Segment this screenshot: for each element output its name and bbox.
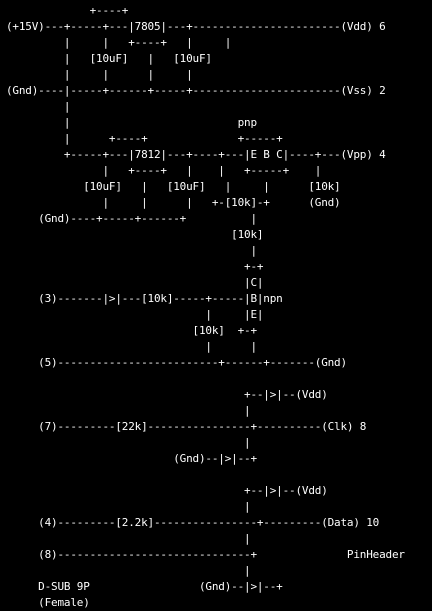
schematic-line: | | | | [6,68,193,81]
schematic-line: +-+ [6,260,264,273]
schematic-line: +--|>|--(Vdd) [6,388,328,401]
schematic-line: | [6,436,251,449]
schematic-line: | +----+ +-----+ [6,132,283,145]
schematic-line: | [6,404,251,417]
schematic-line: (+15V)---+-----+---|7805|---+-----------… [6,20,386,33]
schematic-line: [10uF] | [10uF] | | [10k] [6,180,341,193]
schematic-line: | [6,244,257,257]
schematic-line: [10k] [6,228,264,241]
schematic-line: | | | +-[10k]-+ (Gnd) [6,196,341,209]
schematic-line [6,371,405,387]
schematic-line: (Female) [6,596,90,609]
schematic-line: (8)------------------------------+ PinHe… [6,548,405,561]
schematic-line: [10k] +-+ [6,324,258,337]
schematic-line: +--|>|--(Vdd) [6,484,328,497]
schematic-line: +-----+---|7812|---+----+---|E B C|----+… [6,148,386,161]
schematic-line: | [6,500,251,513]
schematic-line: (7)---------[22k]----------------+------… [6,420,367,433]
schematic-line [6,467,405,483]
schematic-line: (Gnd)----|-----+------+-----+-----------… [6,84,386,97]
ascii-schematic-text: +----+ (+15V)---+-----+---|7805|---+-----… [6,3,405,611]
schematic-line: | | +----+ | | [6,36,232,49]
schematic-line: | [6,100,71,113]
schematic-line: (5)-------------------------+------+----… [6,356,347,369]
schematic-line: D-SUB 9P (Gnd)--|>|--+ [6,580,283,593]
schematic-line: | [6,564,251,577]
schematic-line: (Gnd)--|>|--+ [6,452,257,465]
schematic-line: | [6,532,251,545]
schematic-line: |C| [6,276,264,289]
schematic-line: | +----+ | | +-----+ | [6,164,322,177]
schematic-line: | | [6,340,257,353]
schematic-line: (4)---------[2.2k]----------------+-----… [6,516,380,529]
schematic-line: | [10uF] | [10uF] [6,52,212,65]
circuit-schematic: +----+ (+15V)---+-----+---|7805|---+-----… [6,4,406,609]
schematic-line: (3)-------|>|---[10k]-----+-----|B|npn [6,292,283,305]
schematic-line: (Gnd)----+-----+------+ | [6,212,257,225]
schematic-line: +----+ [6,4,129,17]
schematic-line: | pnp [6,116,257,129]
schematic-line: | |E| [6,308,264,321]
